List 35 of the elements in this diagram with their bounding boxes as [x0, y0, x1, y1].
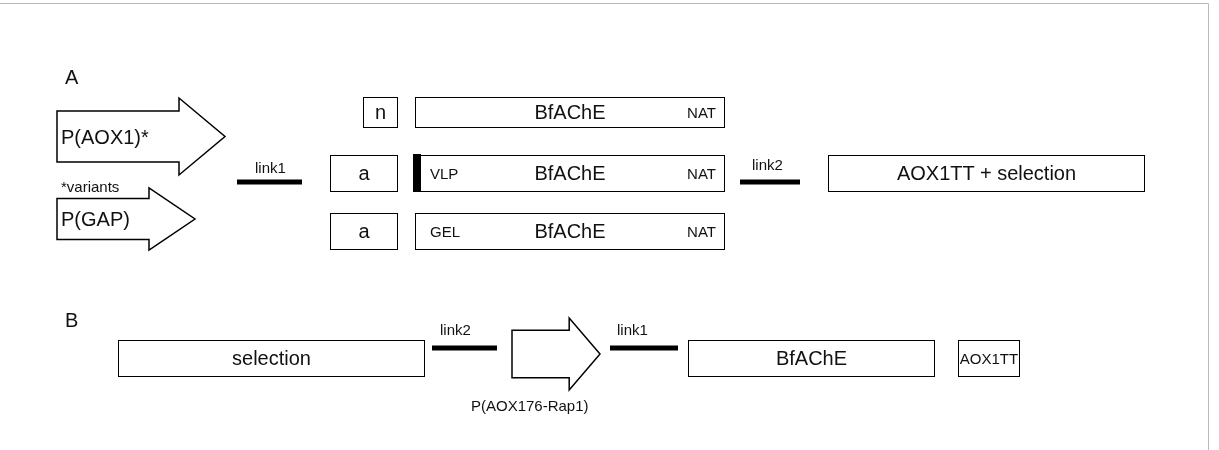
gene-box — [330, 213, 398, 250]
gene-label: BfAChE — [534, 102, 606, 122]
gene-box — [118, 340, 425, 377]
linker-label: link2 — [440, 322, 471, 337]
gene-label: selection — [232, 348, 311, 368]
gene-box — [330, 155, 398, 192]
gene-box — [958, 340, 1020, 377]
domain-label: GEL — [430, 223, 460, 239]
gene-label: n — [374, 102, 387, 122]
gene-box — [415, 213, 725, 250]
gene-box — [363, 97, 398, 128]
domain-label: NAT — [687, 165, 716, 181]
panel-letter: A — [65, 67, 79, 87]
domain-label: VLP — [430, 165, 459, 181]
panel-letter: B — [65, 310, 79, 330]
gene-label: BfAChE — [775, 348, 848, 368]
gene-box — [415, 97, 725, 128]
gene-box — [828, 155, 1145, 192]
gene-label: a — [358, 221, 370, 241]
linker-label: link2 — [752, 157, 783, 172]
linker-label: link1 — [617, 322, 648, 337]
gene-box — [415, 155, 725, 192]
promoter-label: P(AOX1)* — [61, 126, 149, 147]
linker-label: link1 — [255, 160, 286, 175]
footnote-text: *variants — [61, 179, 120, 194]
gene-label: a — [358, 163, 370, 183]
gene-label: AOX1TT + selection — [896, 163, 1077, 183]
domain-label: NAT — [687, 223, 716, 239]
gene-label: AOX1TT — [959, 350, 1019, 366]
gene-box — [688, 340, 935, 377]
promoter-label: P(GAP) — [61, 209, 130, 229]
gene-label: BfAChE — [534, 163, 606, 183]
promoter-label: P(AOX176-Rap1) — [471, 398, 589, 413]
gene-label: BfAChE — [534, 221, 606, 241]
domain-label: NAT — [687, 104, 716, 120]
